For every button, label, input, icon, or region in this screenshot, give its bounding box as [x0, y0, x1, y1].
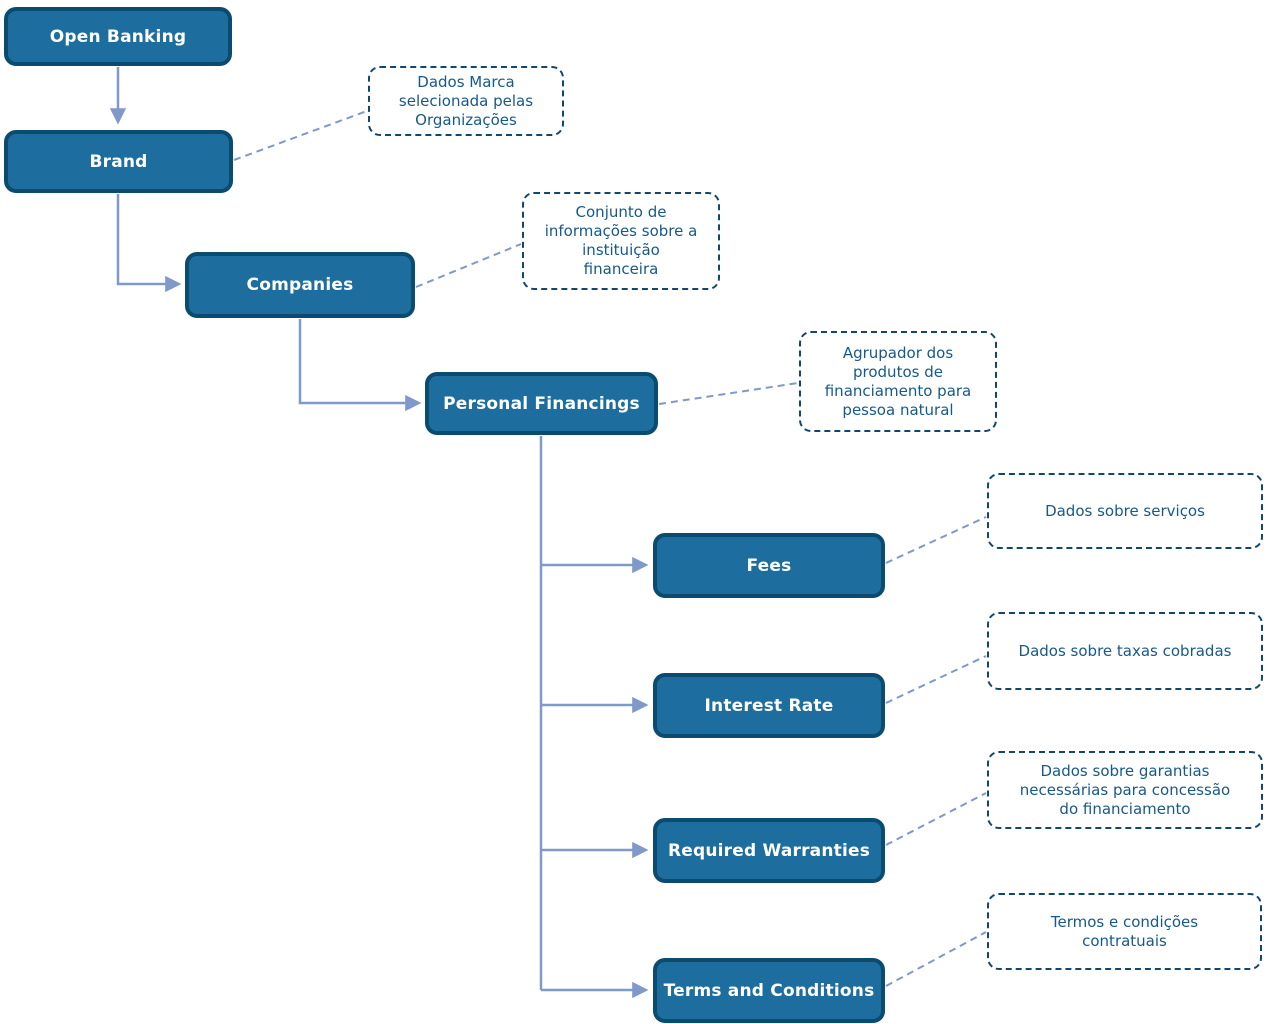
- note-terms-and-conditions: Termos e condições contratuais: [987, 893, 1262, 970]
- node-companies-label: Companies: [246, 275, 354, 295]
- note-brand: Dados Marca selecionada pelas Organizaçõ…: [368, 66, 564, 136]
- note-link-personal-financings: [658, 382, 799, 405]
- note-interest-rate: Dados sobre taxas cobradas: [987, 612, 1263, 690]
- node-required-warranties-label: Required Warranties: [667, 840, 871, 861]
- note-link-required-warranties: [885, 792, 987, 846]
- note-link-fees: [885, 516, 987, 564]
- note-link-interest-rate: [885, 655, 987, 704]
- node-companies: Companies: [185, 252, 415, 318]
- node-required-warranties: Required Warranties: [653, 818, 885, 883]
- node-open-banking-label: Open Banking: [49, 26, 187, 47]
- node-terms-and-conditions: Terms and Conditions: [653, 958, 885, 1023]
- node-open-banking: Open Banking: [4, 7, 232, 66]
- node-brand: Brand: [4, 130, 233, 193]
- node-interest-rate-label: Interest Rate: [704, 695, 834, 716]
- note-link-companies: [415, 243, 522, 288]
- note-personal-financings-text: Agrupador dos produtos de financiamento …: [824, 343, 972, 419]
- note-interest-rate-text: Dados sobre taxas cobradas: [1018, 641, 1232, 660]
- edge-brand-to-companies: [116, 194, 182, 293]
- node-fees: Fees: [653, 533, 885, 598]
- node-brand-label: Brand: [89, 151, 148, 172]
- note-companies: Conjunto de informações sobre a institui…: [522, 192, 720, 290]
- note-companies-text: Conjunto de informações sobre a institui…: [544, 203, 698, 278]
- note-fees-text: Dados sobre serviços: [1045, 501, 1205, 520]
- node-fees-label: Fees: [746, 555, 792, 576]
- node-personal-financings-label: Personal Financings: [443, 393, 640, 414]
- note-required-warranties: Dados sobre garantias necessárias para c…: [987, 751, 1263, 829]
- note-link-brand: [233, 110, 368, 161]
- node-terms-and-conditions-label: Terms and Conditions: [663, 980, 875, 1001]
- node-interest-rate: Interest Rate: [653, 673, 885, 738]
- note-link-terms-and-conditions: [885, 931, 987, 987]
- note-fees: Dados sobre serviços: [987, 473, 1263, 549]
- edge-companies-to-personal-financings: [298, 319, 422, 412]
- note-brand-text: Dados Marca selecionada pelas Organizaçõ…: [398, 72, 534, 129]
- note-personal-financings: Agrupador dos produtos de financiamento …: [799, 331, 997, 432]
- node-personal-financings: Personal Financings: [425, 372, 658, 435]
- note-required-warranties-text: Dados sobre garantias necessárias para c…: [1019, 761, 1231, 818]
- note-terms-and-conditions-text: Termos e condições contratuais: [1050, 912, 1199, 950]
